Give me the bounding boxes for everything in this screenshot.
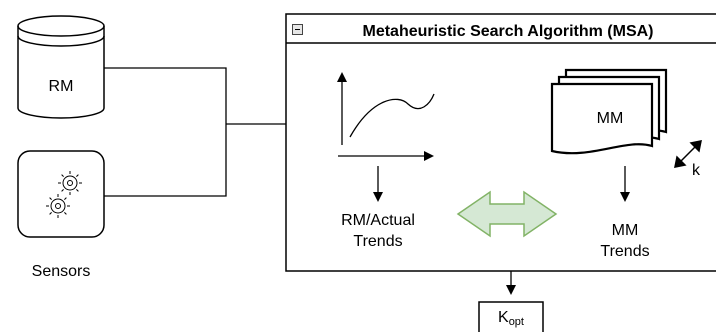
kopt-label: Kopt bbox=[485, 309, 537, 328]
k-label: k bbox=[692, 162, 700, 179]
kopt-subscript: opt bbox=[508, 316, 524, 328]
mm-trends-line1: MM bbox=[611, 222, 639, 239]
k-dimension-arrow bbox=[674, 140, 702, 168]
rm-trends-line1: RM/Actual bbox=[341, 212, 415, 229]
mm-trends-line2: Trends bbox=[600, 243, 650, 260]
trend-plot-icon bbox=[337, 72, 435, 161]
sensors-box bbox=[17, 150, 105, 238]
sensors-label: Sensors bbox=[31, 263, 91, 280]
gears-icon bbox=[46, 171, 82, 218]
msa-title: Metaheuristic Search Algorithm (MSA) bbox=[362, 23, 654, 40]
mm-label: MM bbox=[596, 110, 624, 127]
kopt-box bbox=[478, 301, 544, 332]
mm-document-stack-icon bbox=[550, 68, 668, 155]
kopt-main: K bbox=[498, 309, 509, 326]
rm-database-icon bbox=[17, 15, 105, 119]
rm-label: RM bbox=[48, 78, 74, 95]
rm-trends-line2: Trends bbox=[353, 233, 403, 250]
comparison-double-arrow bbox=[456, 190, 558, 238]
collapse-button[interactable] bbox=[292, 24, 303, 35]
